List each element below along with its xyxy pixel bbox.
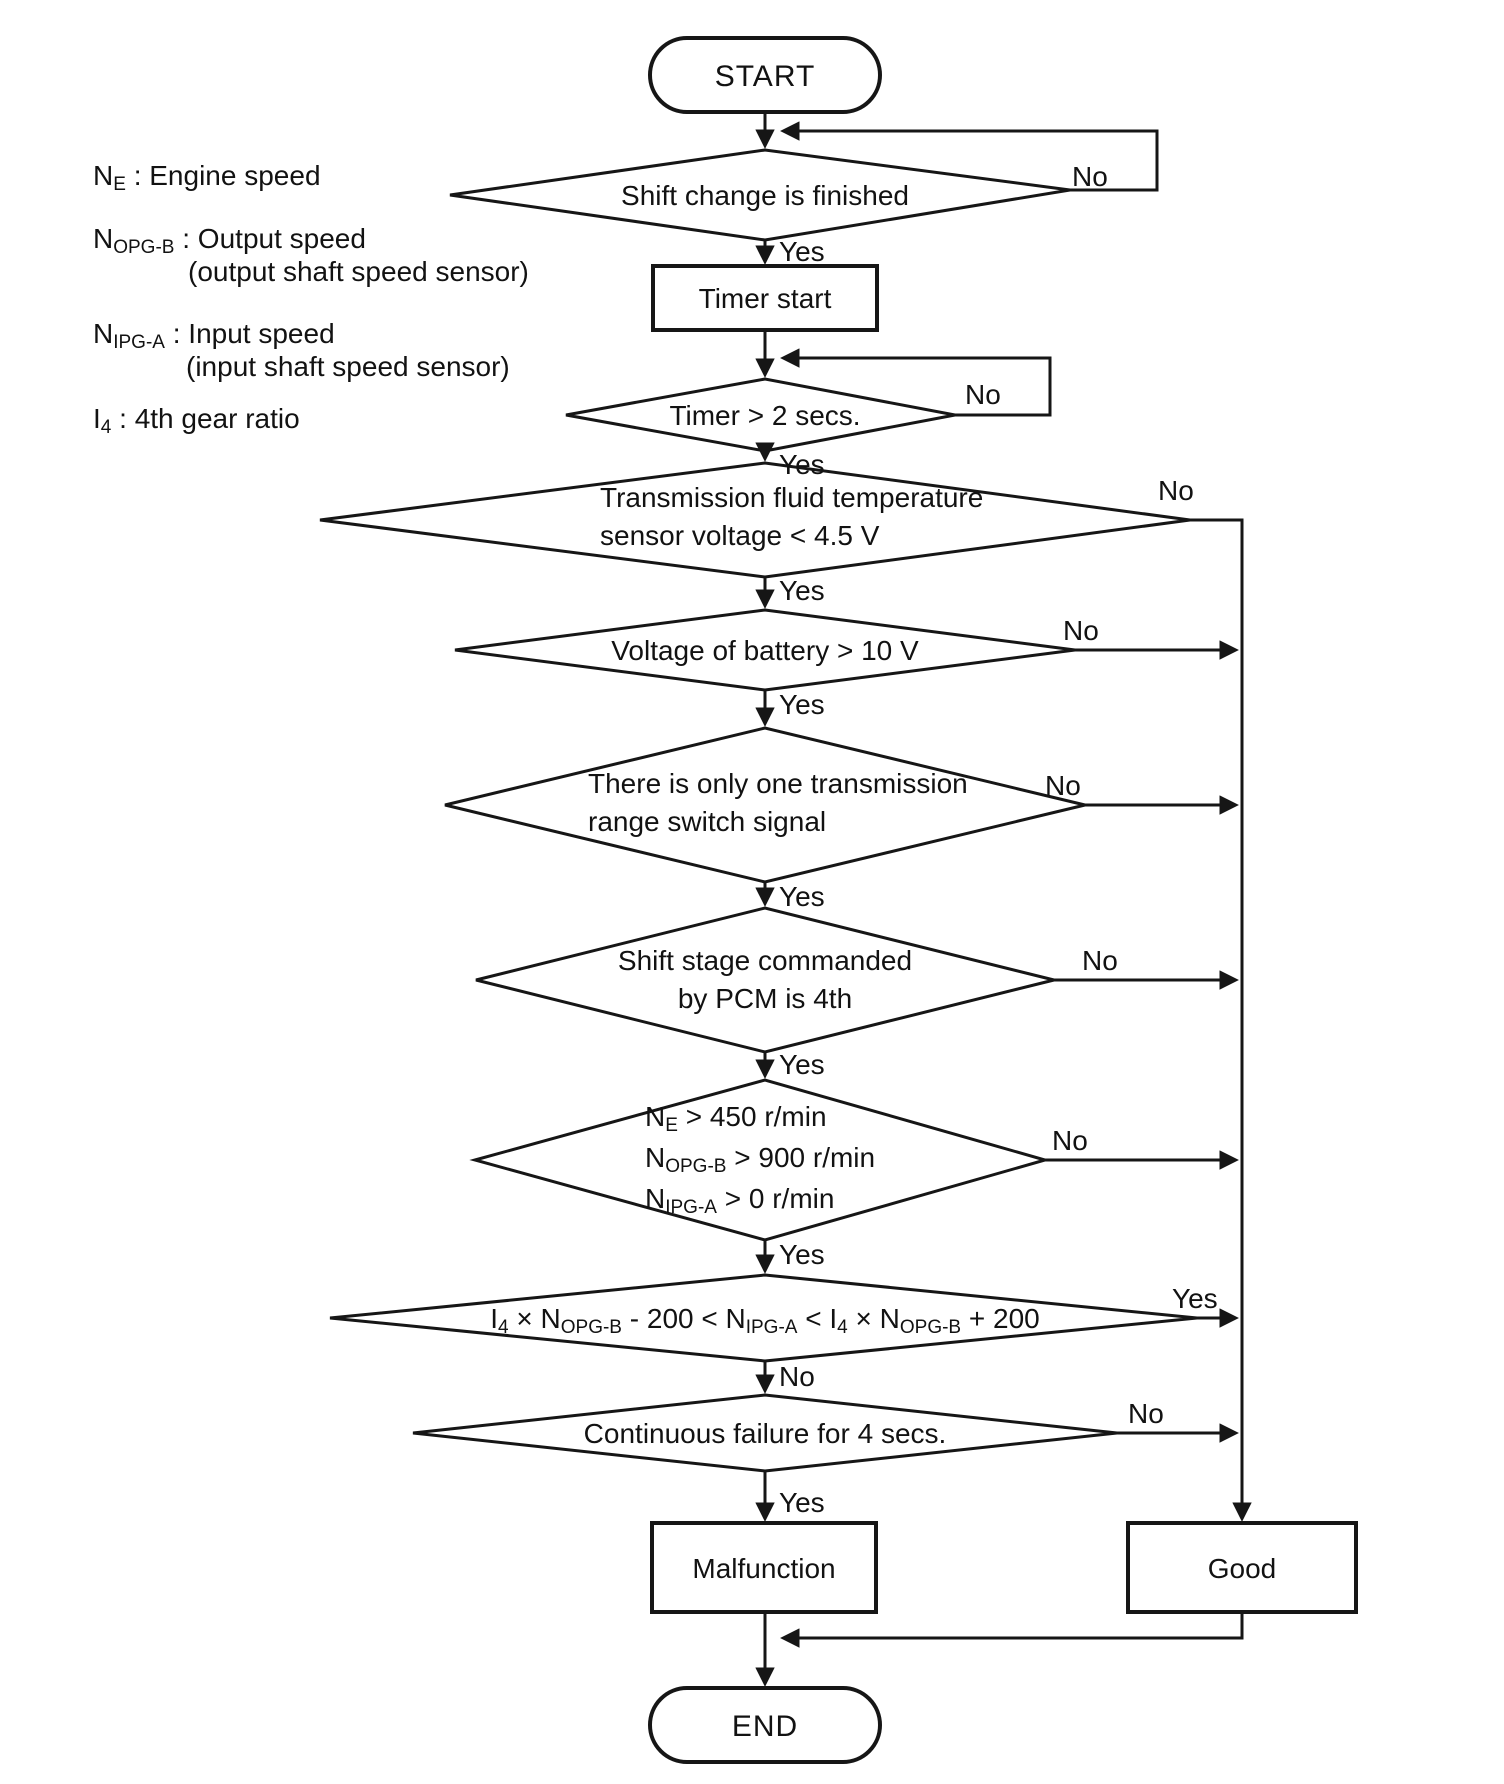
label-speeds-no: No [1052,1125,1088,1156]
decision-shift-stage [475,906,1055,1054]
decision-shift-change-label: Shift change is finished [621,180,909,211]
decision-speeds [469,1078,1051,1242]
label-formula-no: No [779,1361,815,1392]
label-continuous-failure-yes: Yes [779,1487,825,1518]
decision-range-switch-line1: There is only one transmission [588,768,968,799]
process-timer-start-label: Timer start [699,283,832,314]
label-shift-change-yes: Yes [779,236,825,267]
label-shift-stage-no: No [1082,945,1118,976]
edge-shift-change-no-loop [780,121,1159,192]
process-malfunction [650,1521,878,1614]
decision-shift-stage-line2: by PCM is 4th [678,983,852,1014]
process-good [1126,1521,1358,1614]
legend-output-speed-detail: (output shaft speed sensor) [188,256,529,287]
decision-fluid-temp-line1: Transmission fluid temperature [600,482,983,513]
decision-speeds-line2: NOPG-B > 900 r/min [645,1142,875,1177]
edge-timer-check-no-loop [780,348,1052,417]
edge-fluid-temp-no-collector [1190,518,1252,1522]
end-terminator [648,1686,882,1764]
label-battery-no: No [1063,615,1099,646]
label-timer-check-no: No [965,379,1001,410]
decision-continuous-failure [412,1393,1118,1473]
process-good-label: Good [1208,1553,1277,1584]
decision-fluid-temp-line2: sensor voltage < 4.5 V [600,520,880,551]
legend-input-speed-detail: (input shaft speed sensor) [186,351,510,382]
legend-engine-speed: NE : Engine speed [93,160,321,195]
label-shift-stage-yes: Yes [779,1049,825,1080]
decision-battery-voltage-label: Voltage of battery > 10 V [611,635,919,666]
start-terminator [648,36,882,114]
decision-timer-check [565,377,956,453]
decision-shift-change [449,148,1071,242]
edge-good-to-end-join [780,1612,1244,1648]
end-label: END [732,1710,798,1743]
label-formula-yes: Yes [1172,1283,1218,1314]
legend-gear-ratio: I4 : 4th gear ratio [93,403,300,438]
label-continuous-failure-no: No [1128,1398,1164,1429]
label-fluid-temp-no: No [1158,475,1194,506]
decision-timer-check-label: Timer > 2 secs. [669,400,860,431]
decision-continuous-failure-label: Continuous failure for 4 secs. [584,1418,947,1449]
legend-input-speed: NIPG-A : Input speed [93,318,335,353]
label-fluid-temp-yes: Yes [779,575,825,606]
label-speeds-yes: Yes [779,1239,825,1270]
label-shift-change-no: No [1072,161,1108,192]
decision-gear-ratio-formula [329,1273,1198,1363]
label-range-switch-yes: Yes [779,881,825,912]
label-timer-check-yes: Yes [779,449,825,480]
process-timer-start [651,264,879,332]
decision-fluid-temp [319,461,1191,579]
decision-range-switch-line2: range switch signal [588,806,826,837]
legend-output-speed: NOPG-B : Output speed [93,223,366,258]
decision-speeds-line1: NE > 450 r/min [645,1101,827,1136]
decision-range-switch [444,726,1086,884]
label-range-switch-no: No [1045,770,1081,801]
label-battery-yes: Yes [779,689,825,720]
start-label: START [715,60,816,93]
decision-battery-voltage [454,608,1076,692]
decision-shift-stage-line1: Shift stage commanded [618,945,912,976]
decision-gear-ratio-formula-label: I4 × NOPG-B - 200 < NIPG-A < I4 × NOPG-B… [490,1303,1040,1338]
process-malfunction-label: Malfunction [692,1553,835,1584]
decision-speeds-line3: NIPG-A > 0 r/min [645,1183,834,1218]
